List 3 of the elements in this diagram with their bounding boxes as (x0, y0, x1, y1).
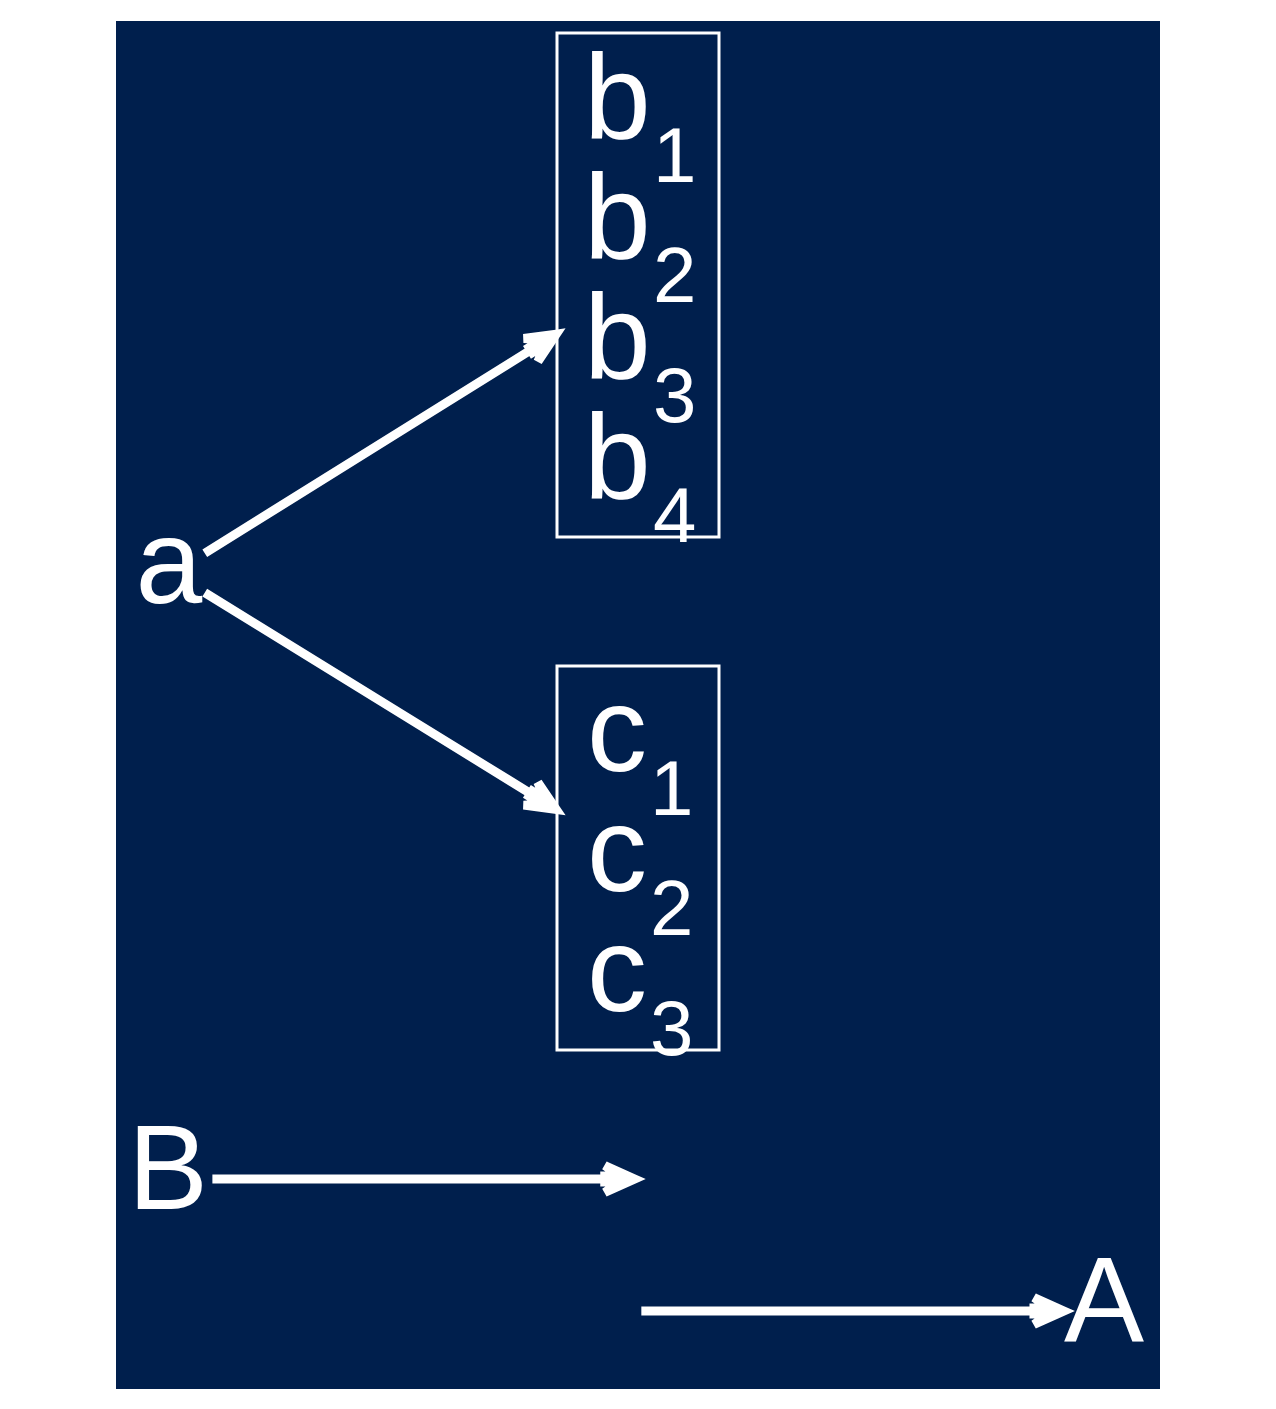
node-text: a (135, 493, 203, 628)
node-text: B (128, 1099, 209, 1234)
node-text: A (1064, 1231, 1145, 1366)
